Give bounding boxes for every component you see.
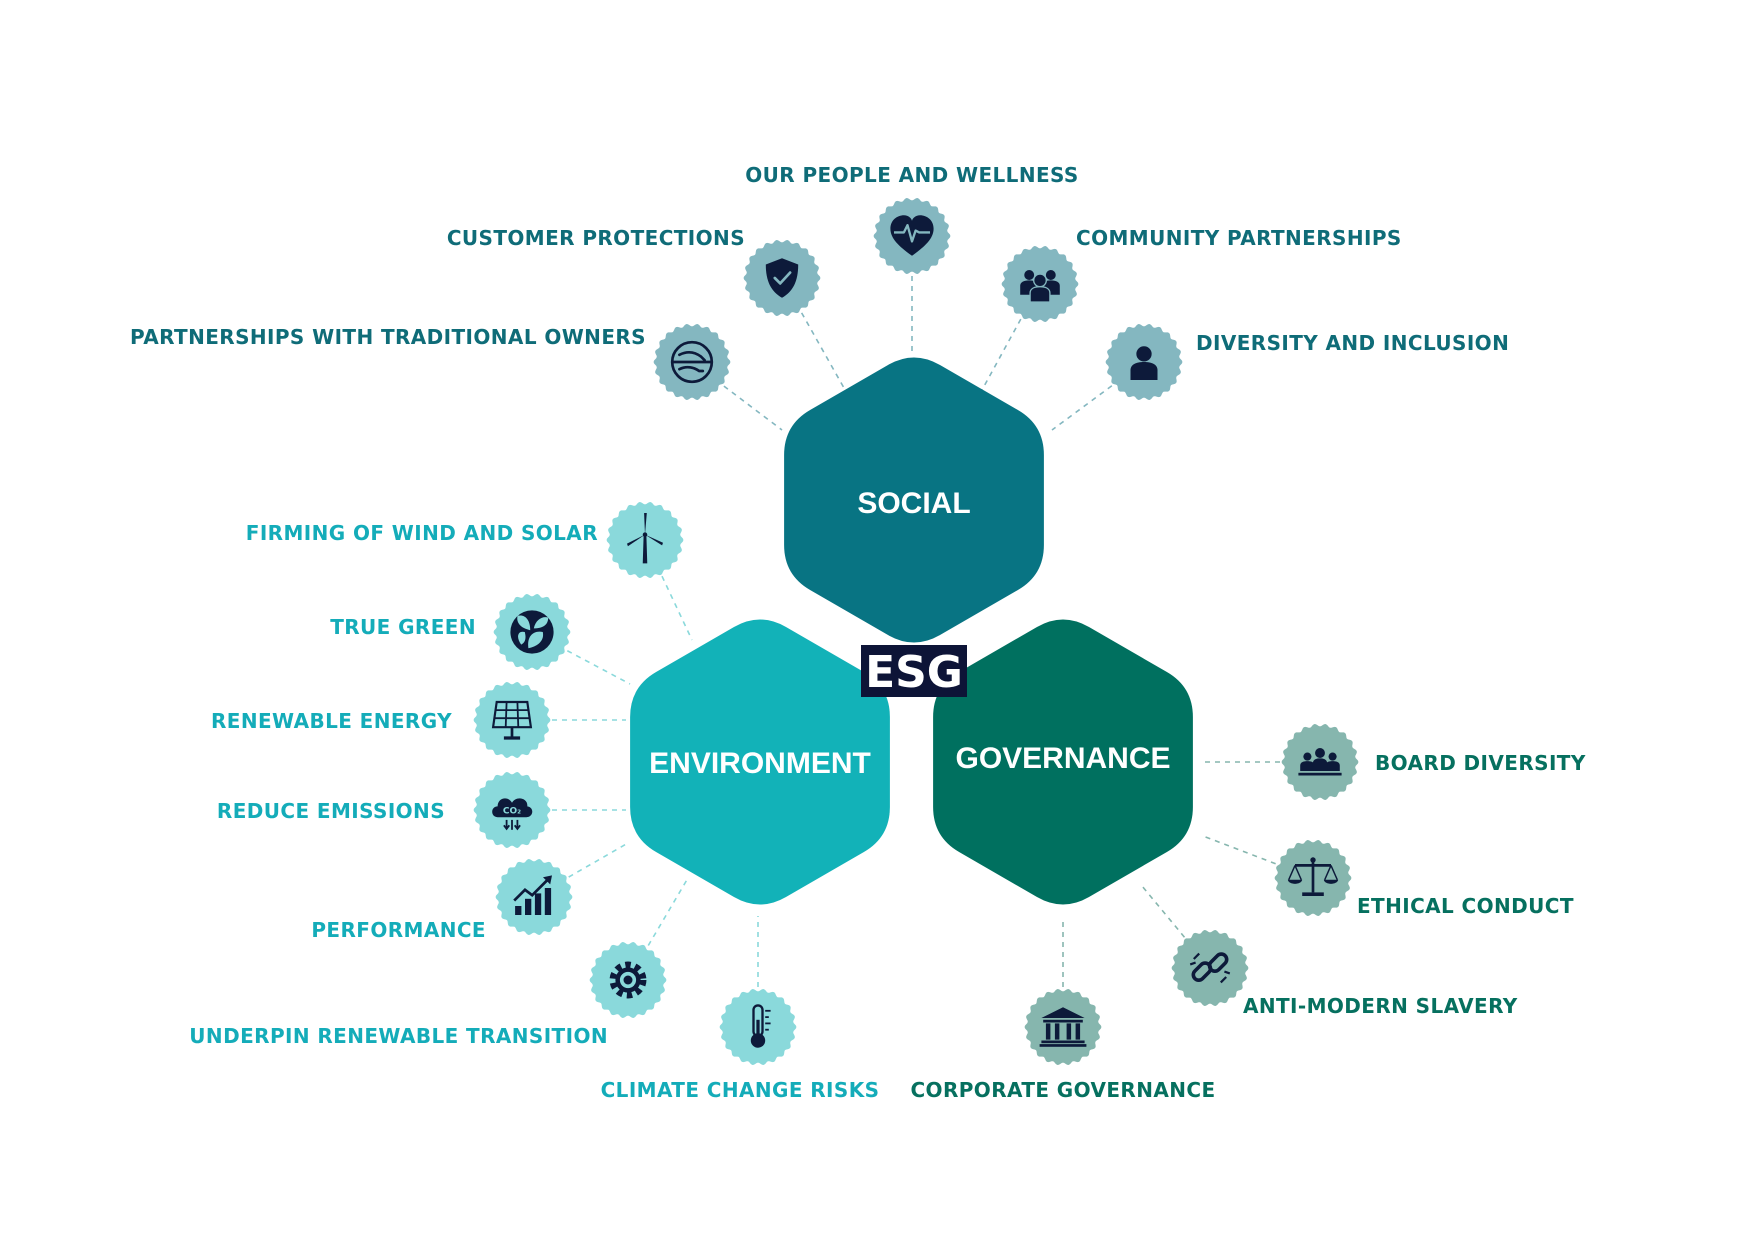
- topic-node-true-green: TRUE GREEN: [330, 594, 571, 670]
- hexagon-governance-shape: [933, 619, 1193, 905]
- topic-node-ethical-conduct: ETHICAL CONDUCT: [1274, 840, 1574, 918]
- connector-performance: [533, 842, 629, 898]
- topic-label-underpin-renewable-transition: UNDERPIN RENEWABLE TRANSITION: [189, 1024, 608, 1048]
- connector-partnerships-with-traditional-owners: [691, 361, 783, 431]
- hexagon-governance: GOVERNANCE: [933, 619, 1193, 905]
- topic-node-anti-modern-slavery: ANTI-MODERN SLAVERY: [1171, 930, 1518, 1018]
- connector-firming-of-wind-and-solar: [644, 539, 693, 641]
- topic-label-reduce-emissions: REDUCE EMISSIONS: [217, 799, 445, 823]
- topic-node-board-diversity: BOARD DIVERSITY: [1281, 724, 1586, 800]
- topic-label-our-people-and-wellness: OUR PEOPLE AND WELLNESS: [745, 163, 1078, 187]
- topic-node-reduce-emissions: REDUCE EMISSIONS: [217, 772, 551, 848]
- connector-true-green: [531, 631, 631, 685]
- topic-circle: [1024, 989, 1102, 1065]
- topic-label-partnerships-with-traditional-owners: PARTNERSHIPS WITH TRADITIONAL OWNERS: [130, 325, 646, 349]
- topic-label-customer-protections: CUSTOMER PROTECTIONS: [447, 226, 745, 250]
- connector-anti-modern-slavery: [1141, 885, 1211, 969]
- pillar-hexagons: SOCIAL ENVIRONMENT GOVERNANCE: [630, 357, 1193, 905]
- topic-label-climate-change-risks: CLIMATE CHANGE RISKS: [601, 1078, 880, 1102]
- topic-node-renewable-energy: RENEWABLE ENERGY: [211, 682, 551, 758]
- topic-nodes: OUR PEOPLE AND WELLNESS CUSTOMER PROTECTI…: [130, 163, 1586, 1102]
- topic-label-ethical-conduct: ETHICAL CONDUCT: [1357, 894, 1574, 918]
- topic-label-board-diversity: BOARD DIVERSITY: [1375, 751, 1586, 775]
- topic-label-performance: PERFORMANCE: [311, 918, 486, 942]
- hexagon-social: SOCIAL: [784, 357, 1044, 643]
- hexagon-environment: ENVIRONMENT: [630, 619, 890, 905]
- topic-node-community-partnerships: COMMUNITY PARTNERSHIPS: [1001, 226, 1402, 322]
- hexagon-environment-shape: [630, 619, 890, 905]
- connector-lines: [512, 236, 1320, 1027]
- esg-badge-text: ESG: [865, 647, 963, 698]
- leaves-icon: [510, 610, 554, 654]
- topic-node-performance: PERFORMANCE: [311, 859, 573, 942]
- topic-node-underpin-renewable-transition: UNDERPIN RENEWABLE TRANSITION: [189, 942, 667, 1048]
- topic-circle: [473, 682, 551, 758]
- topic-label-renewable-energy: RENEWABLE ENERGY: [211, 709, 452, 733]
- hexagon-social-shape: [784, 357, 1044, 643]
- topic-label-true-green: TRUE GREEN: [330, 615, 476, 639]
- topic-label-anti-modern-slavery: ANTI-MODERN SLAVERY: [1243, 994, 1518, 1018]
- topic-node-customer-protections: CUSTOMER PROTECTIONS: [447, 226, 821, 316]
- pillar-label-governance: GOVERNANCE: [955, 742, 1170, 775]
- topic-node-our-people-and-wellness: OUR PEOPLE AND WELLNESS: [745, 163, 1078, 274]
- topic-node-partnerships-with-traditional-owners: PARTNERSHIPS WITH TRADITIONAL OWNERS: [130, 324, 731, 400]
- topic-node-climate-change-risks: CLIMATE CHANGE RISKS: [601, 989, 880, 1102]
- pillar-label-social: SOCIAL: [857, 487, 970, 520]
- pillar-label-environment: ENVIRONMENT: [649, 747, 871, 780]
- topic-circle: [495, 859, 573, 935]
- topic-node-diversity-and-inclusion: DIVERSITY AND INCLUSION: [1105, 324, 1509, 400]
- topic-label-corporate-governance: CORPORATE GOVERNANCE: [910, 1078, 1215, 1102]
- topic-label-diversity-and-inclusion: DIVERSITY AND INCLUSION: [1196, 331, 1509, 355]
- esg-badge: ESG: [861, 645, 967, 698]
- topic-label-community-partnerships: COMMUNITY PARTNERSHIPS: [1076, 226, 1402, 250]
- topic-node-corporate-governance: CORPORATE GOVERNANCE: [910, 989, 1215, 1102]
- topic-label-firming-of-wind-and-solar: FIRMING OF WIND AND SOLAR: [246, 521, 598, 545]
- topic-node-firming-of-wind-and-solar: FIRMING OF WIND AND SOLAR: [246, 502, 684, 578]
